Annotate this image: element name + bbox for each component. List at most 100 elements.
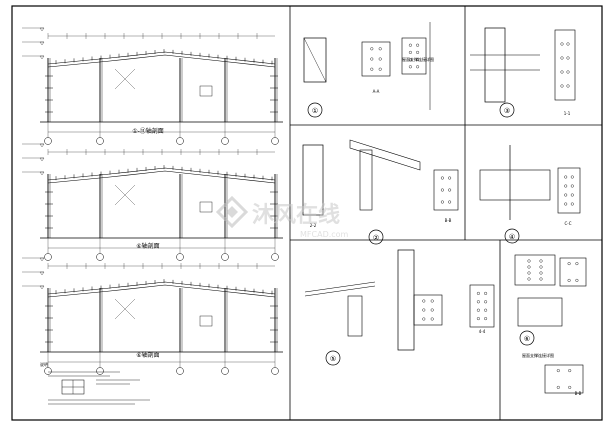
- column-section: [302, 144, 324, 216]
- cap-plate: [413, 294, 443, 326]
- level-icon: [39, 157, 45, 162]
- bolt-hole: [484, 317, 488, 321]
- level-icon: [39, 41, 45, 46]
- end-plate-aa: [361, 41, 391, 77]
- plate-bb-2: [544, 364, 584, 394]
- opening-rect: [199, 201, 213, 213]
- bolt-hole: [564, 193, 568, 197]
- bolt-hole: [527, 259, 531, 263]
- watermark-text: 沐风在线: [252, 202, 340, 228]
- opening-rect: [199, 85, 213, 97]
- axis-bubble: [221, 137, 229, 145]
- level-icon: [39, 27, 45, 32]
- bolt-hole: [539, 259, 543, 263]
- elevation-3: [22, 257, 283, 375]
- section-label-bb-2: B-B: [575, 391, 582, 396]
- bolt-hole: [430, 308, 434, 312]
- notes-heading: 说明: [40, 361, 48, 367]
- bolt-hole: [476, 300, 480, 304]
- bolt-hole: [476, 291, 480, 295]
- bolt-hole: [476, 317, 480, 321]
- bolt-hole: [570, 202, 574, 206]
- bolt-hole: [556, 385, 560, 389]
- bolt-hole: [527, 265, 531, 269]
- rafter-line: [47, 51, 276, 65]
- splice-plate-11: [554, 29, 576, 101]
- axis-bubble: [176, 367, 184, 375]
- bolt-hole: [430, 317, 434, 321]
- axis-bubble: [96, 253, 104, 261]
- bolt-hole: [370, 67, 374, 71]
- bolt-hole: [378, 67, 382, 71]
- bolt-hole: [448, 176, 452, 180]
- bolt-hole: [430, 299, 434, 303]
- sheet-border: [11, 5, 603, 421]
- bolt-hole: [416, 50, 420, 54]
- bolt-hole: [560, 84, 564, 88]
- rafter-haunch: [349, 139, 421, 171]
- bolt-hole: [440, 188, 444, 192]
- bolt-hole: [422, 317, 426, 321]
- section-label-44: 4-4: [479, 329, 486, 334]
- detail-label-2: ②: [368, 229, 384, 245]
- brace-line: [114, 68, 136, 90]
- bolt-hole: [476, 308, 480, 312]
- axis-bubble: [271, 137, 279, 145]
- bolt-hole: [539, 277, 543, 281]
- axis-bubble: [176, 137, 184, 145]
- detail-label-3: ③: [499, 102, 515, 118]
- rafter-line: [304, 285, 376, 297]
- elevation-title-2: ⑥轴剖面: [136, 242, 159, 250]
- level-icon: [39, 285, 45, 290]
- elevation-title-3: ⑥轴剖面: [136, 351, 159, 359]
- bolt-hole: [560, 70, 564, 74]
- bolt-hole: [422, 299, 426, 303]
- bolt-hole: [560, 42, 564, 46]
- caption-brace-1: 屋面支撑连接详图: [402, 56, 434, 62]
- bolt-hole: [448, 188, 452, 192]
- axis-bubble: [44, 367, 52, 375]
- bolt-hole: [408, 65, 412, 69]
- rafter-line: [47, 54, 276, 68]
- bolt-hole: [370, 47, 374, 51]
- section-label-11: 1-1: [564, 111, 571, 116]
- bolt-hole: [484, 300, 488, 304]
- level-icon: [39, 55, 45, 60]
- elevation-title-1: ①-⑪轴剖面: [132, 127, 164, 135]
- bolt-hole: [575, 262, 579, 266]
- section-label-aa: A-A: [373, 89, 380, 94]
- column-head: [347, 295, 363, 337]
- bolt-hole: [575, 278, 579, 282]
- bolt-hole: [408, 43, 412, 47]
- bolt-hole: [566, 56, 570, 60]
- bolt-hole: [527, 277, 531, 281]
- bolt-hole: [539, 265, 543, 269]
- bolt-hole: [570, 184, 574, 188]
- svg-text:④: ④: [509, 233, 515, 241]
- bolt-hole: [570, 175, 574, 179]
- level-icon: [39, 257, 45, 262]
- svg-text:③: ③: [504, 107, 510, 115]
- bolt-hole: [378, 57, 382, 61]
- axis-bubble: [271, 253, 279, 261]
- bolt-hole: [566, 70, 570, 74]
- plate-cc: [557, 167, 581, 214]
- column-stub: [303, 37, 327, 83]
- detail-label-1: ①: [307, 102, 323, 118]
- column-section: [397, 249, 415, 351]
- svg-text:⑥: ⑥: [524, 335, 530, 343]
- rafter-line: [47, 284, 276, 298]
- section-label-cc: C-C: [564, 221, 571, 226]
- stiffener-plate: [401, 37, 427, 75]
- bolt-hole: [484, 308, 488, 312]
- bolt-hole: [370, 57, 374, 61]
- bolt-hole: [440, 200, 444, 204]
- bolt-hole: [564, 184, 568, 188]
- bolt-hole: [408, 50, 412, 54]
- bolt-hole: [539, 271, 543, 275]
- bolt-hole: [567, 278, 571, 282]
- level-icon: [39, 171, 45, 176]
- section-label-bb: B-B: [445, 218, 452, 223]
- axis-bubble: [96, 137, 104, 145]
- axis-bubble: [176, 253, 184, 261]
